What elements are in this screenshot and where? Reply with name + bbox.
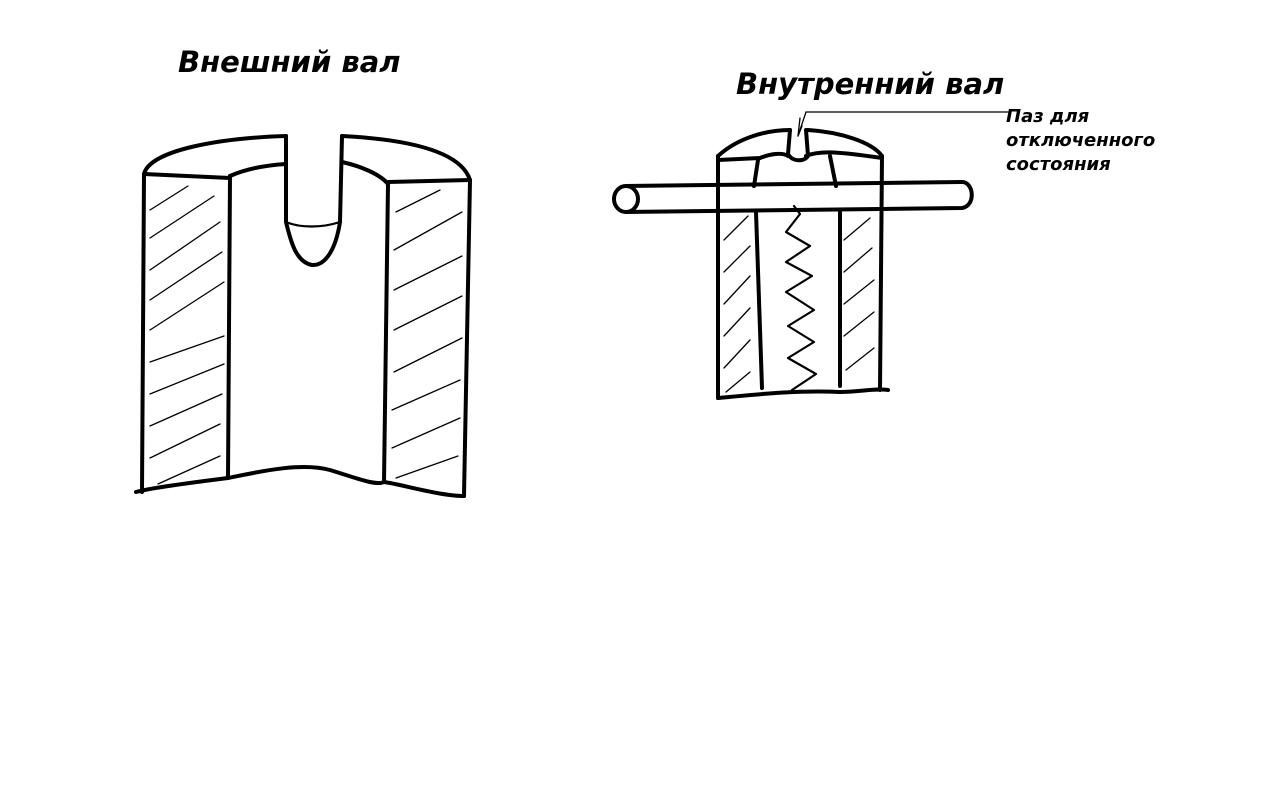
outer-shaft-title: Внешний вал (178, 45, 401, 79)
outer-shaft-right-wall (462, 178, 472, 498)
outer-shaft-bottom-edge (134, 465, 466, 498)
inner-shaft-left-hatching (723, 215, 751, 393)
inner-shaft-pin (612, 180, 974, 214)
outer-shaft-slot (284, 134, 344, 267)
outer-shaft-right-hatching (391, 189, 463, 479)
outer-shaft-bore-rim (228, 160, 390, 186)
inner-shaft-bore-right (828, 154, 842, 388)
inner-shaft-right-wall (878, 154, 884, 392)
inner-shaft-spring (784, 204, 818, 392)
outer-shaft (134, 134, 472, 498)
inner-shaft-bottom-edge (716, 387, 890, 400)
inner-shaft-bore-left (752, 158, 764, 390)
inner-shaft-right-hatching (843, 217, 875, 371)
inner-shaft (612, 111, 1009, 400)
callout-label: Паз для отключенного состояния (1006, 106, 1155, 175)
outer-shaft-left-wall (140, 172, 146, 494)
outer-shaft-left-hatching (149, 185, 225, 485)
outer-shaft-inner-left-wall (226, 174, 232, 480)
inner-shaft-notch (786, 128, 810, 163)
outer-shaft-inner-right-wall (382, 182, 390, 484)
outer-shaft-top-rim (142, 134, 472, 182)
callout-line-2: отключенного (1006, 130, 1155, 151)
callout-line-1: Паз для (1006, 106, 1090, 127)
inner-shaft-title: Внутренний вал (736, 67, 1004, 101)
inner-shaft-top-dome (716, 128, 884, 158)
callout-line-3: состояния (1006, 154, 1111, 175)
